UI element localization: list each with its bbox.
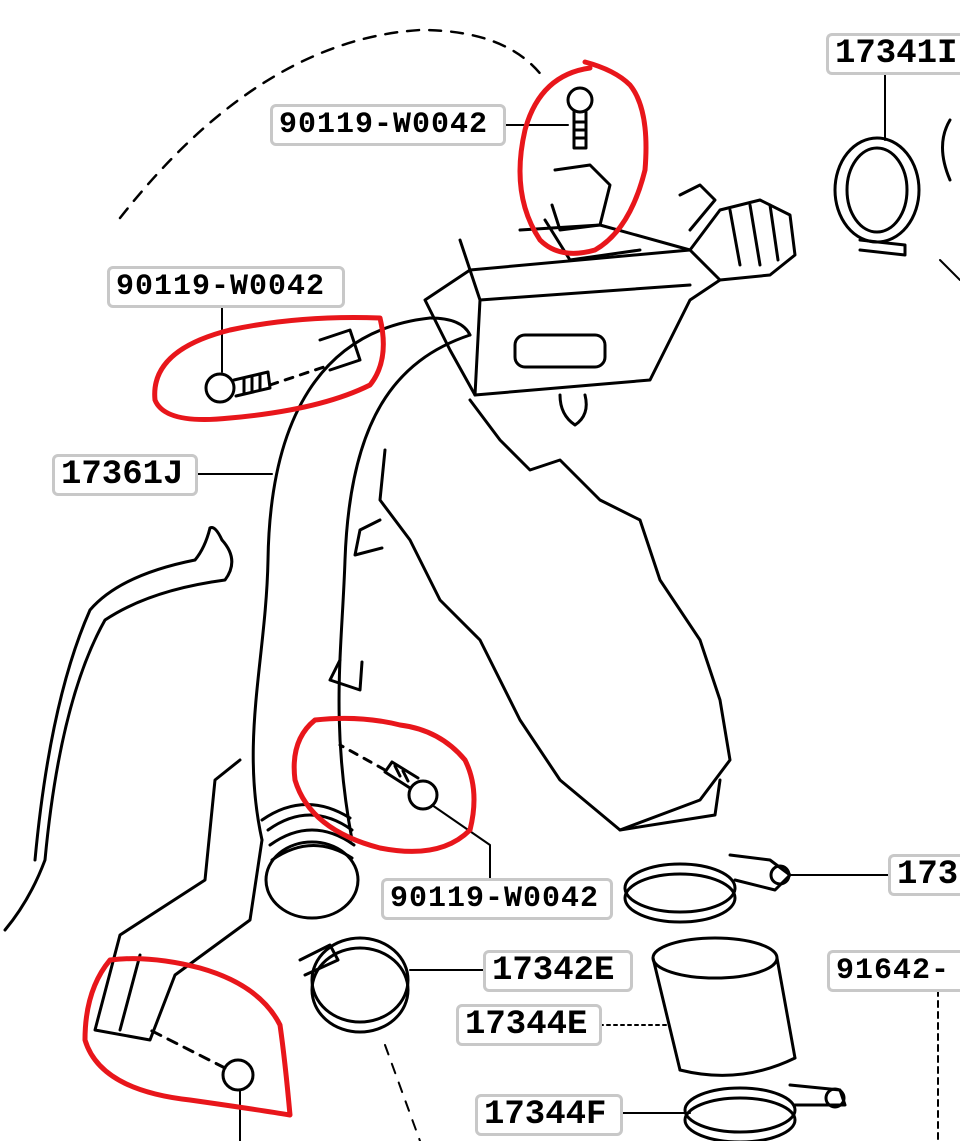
top-connector	[688, 198, 797, 282]
bolt-middle-shape	[338, 743, 439, 811]
throttle-body	[378, 398, 732, 832]
leader-bolt-middle	[431, 804, 491, 879]
part-label-clamp-lower: 17342E	[483, 950, 633, 992]
annotation-circle-left	[152, 315, 386, 423]
bolt-left-shape	[204, 328, 362, 404]
annotation-circle-middle	[291, 715, 477, 854]
part-label-hose-lower: 17344E	[456, 1004, 602, 1046]
hose-end	[264, 840, 360, 920]
clamp-top-right	[833, 118, 952, 257]
clamp-lower	[298, 936, 410, 1034]
part-label-pipe: 17361J	[52, 454, 198, 496]
part-label-part-right: 91642-	[827, 950, 960, 992]
part-label-bolt-top: 90119-W0042	[270, 104, 506, 146]
lower-bracket	[93, 758, 264, 1042]
part-label-clamp-top-right: 17341I	[826, 33, 960, 75]
part-label-clamp-right: 173	[888, 854, 960, 896]
air-box	[423, 248, 722, 397]
breather-hose	[3, 538, 234, 932]
part-label-bolt-left: 90119-W0042	[107, 266, 345, 308]
clamp-bottom	[683, 1083, 847, 1141]
bolt-top-shape	[550, 86, 612, 232]
annotation-circle-bottom	[82, 956, 293, 1118]
annotation-circle-top	[517, 59, 649, 256]
dashed-outline	[118, 28, 547, 220]
part-label-bolt-middle: 90119-W0042	[381, 878, 613, 920]
hose-lower	[651, 936, 797, 1077]
intake-pipe	[251, 316, 432, 842]
bolt-bottom-shape	[148, 1028, 255, 1092]
clamp-right	[623, 853, 792, 924]
part-label-clamp-bottom: 17344F	[475, 1094, 623, 1136]
